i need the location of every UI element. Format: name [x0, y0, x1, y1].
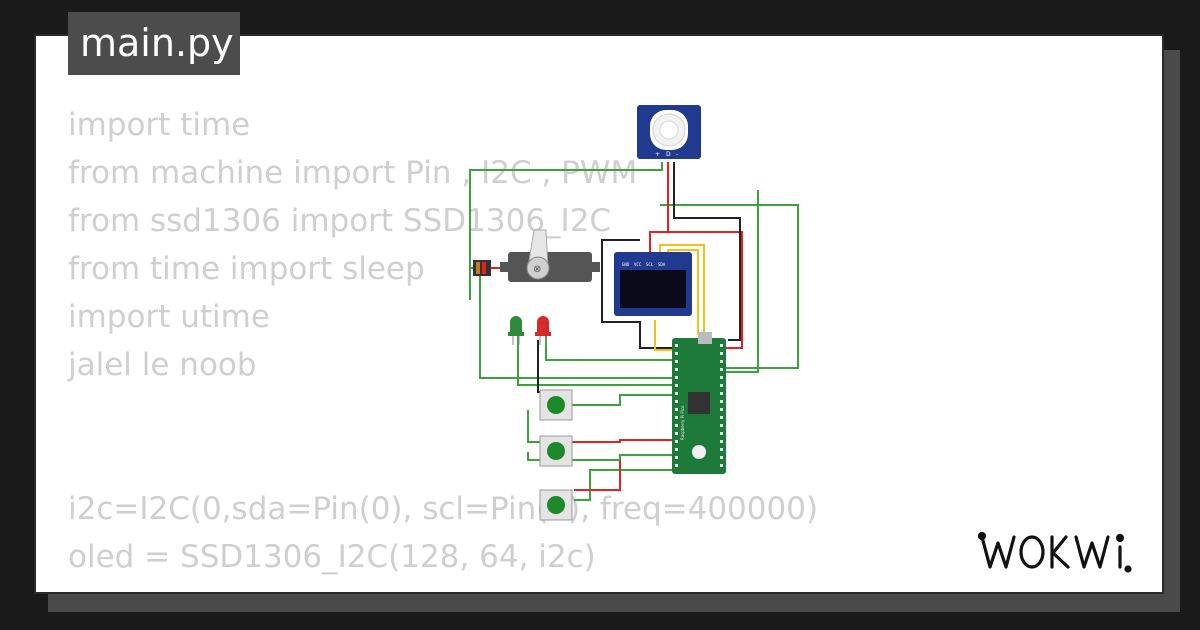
led-red[interactable]	[535, 316, 551, 345]
wires	[469, 162, 799, 501]
oled-pin-label: VCC	[634, 262, 642, 267]
servo-motor[interactable]: ⊗	[473, 229, 600, 282]
oled-pin-label: SDA	[658, 262, 666, 267]
pushbutton-2[interactable]	[539, 435, 573, 467]
oled-display[interactable]: GND VCC SCL SDA	[614, 252, 692, 316]
pico-silkscreen: Raspberry Pi Pico	[680, 405, 685, 440]
wire-green	[556, 394, 672, 406]
wire-green	[479, 268, 672, 379]
code-line-3: from ssd1306 import SSD1306_I2C	[68, 203, 612, 239]
pir-pin-label: +	[655, 151, 660, 158]
raspberry-pi-pico[interactable]: Raspberry Pi Pico	[672, 332, 726, 474]
wire-green	[660, 204, 799, 369]
led-green[interactable]	[508, 316, 524, 345]
wire-green	[517, 332, 672, 386]
code-line-10: oled = SSD1306_I2C(128, 64, i2c)	[68, 539, 596, 575]
wire-red	[556, 439, 672, 443]
wire-green	[574, 469, 672, 501]
wire-black	[673, 162, 741, 341]
wire-green	[720, 190, 759, 373]
wire-yellow	[659, 244, 705, 340]
pir-pin-label: D	[666, 151, 671, 158]
wokwi-logo	[978, 531, 1132, 573]
pir-pin-label: -	[676, 151, 678, 158]
oled-pin-label: GND	[622, 262, 630, 267]
wire-black	[601, 239, 672, 349]
project-card	[34, 34, 1164, 594]
code-line-5: import utime	[68, 299, 270, 335]
pushbutton-1[interactable]	[539, 389, 573, 421]
code-line-2: from machine import Pin , I2C , PWM	[68, 155, 638, 191]
wire-red	[649, 162, 669, 255]
wire-green	[527, 410, 540, 443]
pir-sensor[interactable]: + D -	[637, 105, 701, 159]
wire-red	[574, 460, 621, 491]
code-line-9: i2c=I2C(0,sda=Pin(0), scl=Pin(1), freq=4…	[68, 491, 819, 527]
pushbutton-3[interactable]	[539, 489, 573, 521]
code-line-6: jalel le noob	[68, 347, 257, 383]
wire-green	[545, 332, 672, 361]
servo-screw-icon: ⊗	[533, 264, 541, 275]
file-tab-main-py[interactable]: main.py	[68, 12, 240, 75]
code-line-4: from time import sleep	[68, 251, 425, 287]
wire-red	[650, 231, 743, 349]
code-line-1: import time	[68, 107, 251, 143]
wire-green	[469, 162, 663, 269]
oled-pin-label: SCL	[646, 262, 654, 267]
wire-yellow	[654, 320, 672, 351]
